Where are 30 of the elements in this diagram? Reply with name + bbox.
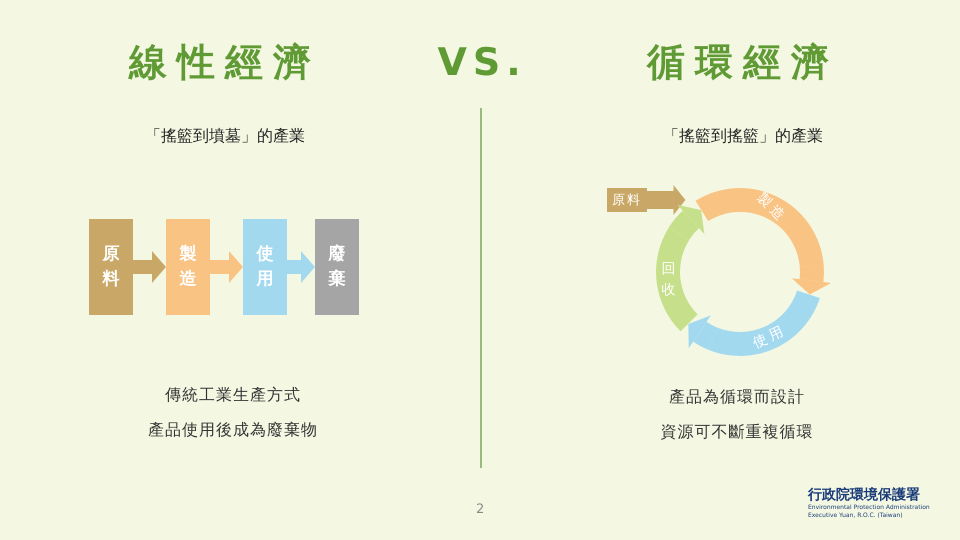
process-box (166, 219, 210, 315)
node-label: 原料 (102, 242, 120, 291)
node-label: 製造 (179, 242, 197, 291)
node-label: 使用 (751, 323, 790, 352)
vs-text: VS. (438, 42, 527, 84)
node-label: 廢棄 (328, 242, 346, 291)
subtitle: 「搖籃到墳墓」的產業 (145, 127, 305, 145)
process-box (243, 219, 287, 315)
description-text: 產品使用後成為廢棄物 (148, 421, 318, 439)
node-label: 回收 (660, 260, 676, 300)
page-number: 2 (476, 503, 484, 518)
arrow (688, 314, 718, 350)
process-box (315, 219, 359, 315)
node-label: 原料 (612, 192, 642, 209)
node-label: 製造 (754, 190, 790, 226)
description-text: 產品為循環而設計 (669, 388, 805, 406)
process-box (89, 219, 133, 315)
arrow (210, 251, 243, 283)
title: 線性經濟 (129, 42, 321, 84)
arrow (133, 251, 166, 283)
arrow (792, 264, 832, 295)
agency-name: 行政院環境保護署 (808, 488, 920, 504)
arrow (647, 185, 686, 215)
process-box (607, 188, 647, 212)
title: 循環經濟 (647, 42, 839, 84)
node-label: 使用 (256, 242, 274, 291)
description-text: 傳統工業生產方式 (165, 386, 301, 404)
arrow (287, 251, 315, 283)
subtitle: 「搖籃到搖籃」的產業 (663, 127, 823, 145)
description-text: 資源可不斷重複循環 (660, 423, 814, 441)
